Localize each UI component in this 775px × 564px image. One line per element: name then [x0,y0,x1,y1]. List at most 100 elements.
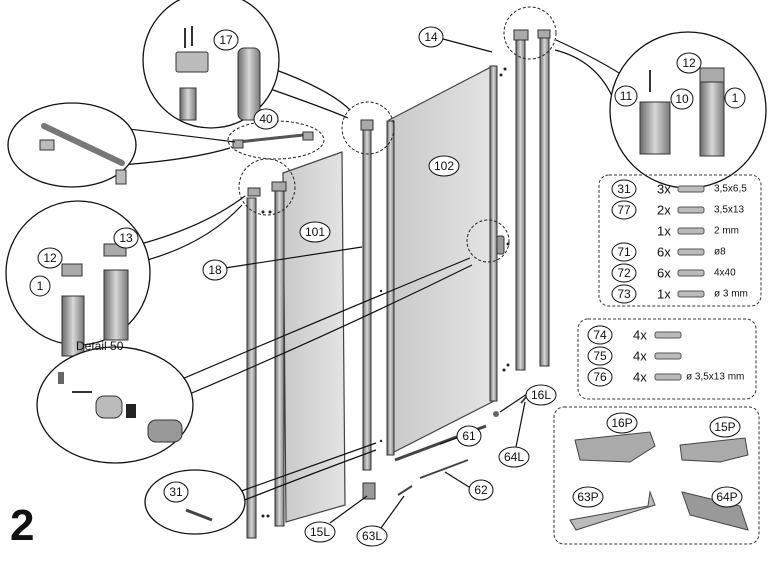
parts-table-1-row-spec: ø 3 mm [714,289,748,300]
callout-16P: 16P [611,416,632,430]
parts-table-2-row-code: 76 [593,370,607,384]
detail-circle-40 [7,102,137,188]
bubble-12-top [676,52,702,74]
parts-table-1-row-code-bubble [611,284,637,304]
parts-table-1-row-code-bubble [611,179,637,199]
parts-table-1-row-code: 31 [617,182,631,196]
bubble-14 [418,26,444,48]
bubble-10 [670,88,694,110]
parts-table-1-row-code-bubble [611,263,637,283]
leader-31 [229,442,377,496]
callout-12-top: 12 [682,56,696,70]
detail-circle-17 [142,0,280,129]
callout-64P: 64P [716,490,737,504]
callout-64L: 64L [504,450,524,464]
connector-17 [360,119,374,131]
leader-14 [442,38,493,53]
detail-marker-left-top [238,158,296,216]
parts-table-1-row-part-icon [677,185,705,193]
seal-parts-frame [553,406,760,545]
bubble-1-top [724,87,746,109]
bubble-63L [356,525,388,547]
parts-table-1-row-qty: 1x [657,224,671,239]
bottom-guide-15L [362,482,376,500]
parts-table-2-row-code-bubble [587,325,613,345]
bubble-101 [299,221,331,243]
parts-table-2-row-part-icon [654,352,682,360]
part-16P-shape [574,431,656,463]
parts-table-2-frame [577,318,757,400]
parts-table-1-row-part-icon [677,248,705,256]
callout-61: 61 [462,429,476,443]
parts-table-1-row-part-icon [677,227,705,235]
callout-102: 102 [434,159,454,173]
bottom-cap-16L [493,411,499,417]
door-edge-profile-right [489,65,498,402]
parts-table-2-row-qty: 4x [633,349,647,364]
parts-table-1-row-spec: 3,5x13 [714,205,744,216]
callout-14: 14 [424,30,438,44]
parts-table-1-row-spec: ø8 [714,247,726,258]
leader-left-b [139,204,243,263]
bubble-40 [253,108,279,130]
parts-table-1-row-code: 77 [617,203,631,217]
bubble-11 [614,85,638,107]
parts-table-1-frame [598,174,762,307]
parts-table-1-row-qty: 2x [657,203,671,218]
leader-detail50 [167,257,471,386]
bubble-102 [428,155,460,177]
parts-table-2-row-part-icon [654,373,682,381]
detail-circle-right [609,31,767,189]
callout-1-top: 1 [732,91,739,105]
parts-table-1-row-code: 71 [617,245,631,259]
connector-12-left [247,187,261,197]
parts-table-2-row-code-bubble [587,346,613,366]
leader-40b [119,147,231,166]
bubble-15P [709,416,741,438]
bubble-64L [498,446,530,468]
parts-table-1-row-qty: 1x [657,287,671,302]
bottom-part-63L [397,485,413,496]
parts-table-1-row-spec: 3,5x6,5 [714,184,747,195]
parts-table-2-row-code: 75 [593,349,607,363]
parts-table-1-row-part-icon [677,290,705,298]
bubble-18 [202,259,228,281]
bubble-1-left [29,275,51,297]
parts-table-1-row-qty: 3x [657,182,671,197]
door-edge-profile [386,120,395,456]
callout-1-left: 1 [37,279,44,293]
callout-63L: 63L [362,529,382,543]
bubble-16P [606,412,638,434]
leader-17b [261,85,349,119]
parts-table-2-row-qty: 4x [633,370,647,385]
parts-table-1-row-code: 72 [617,266,631,280]
detail-marker-middle-top [341,101,395,155]
leader-62 [444,471,470,488]
leader-15L [329,495,368,524]
detail-50-title: Detail 50 [76,339,124,353]
parts-table-1-row-qty: 6x [657,266,671,281]
parts-table-1-row-part-icon [677,269,705,277]
bubble-16L [525,384,557,406]
bubble-17 [213,29,239,51]
bubble-13 [113,227,139,249]
callout-15L: 15L [310,525,330,539]
callout-16L: 16L [531,388,551,402]
bar-end-left [232,139,244,149]
leader-17 [275,69,351,111]
parts-table-2-row-code-bubble [587,367,613,387]
callout-18: 18 [208,263,222,277]
callout-62: 62 [474,483,488,497]
parts-table-1-row-spec: 4x40 [714,268,736,279]
bubble-63P [572,486,604,508]
leader-detail50-b [179,264,473,399]
callout-12-left: 12 [43,251,57,265]
callout-15P: 15P [714,420,735,434]
leader-64L [515,401,526,448]
detail-marker-right-top [503,6,557,60]
